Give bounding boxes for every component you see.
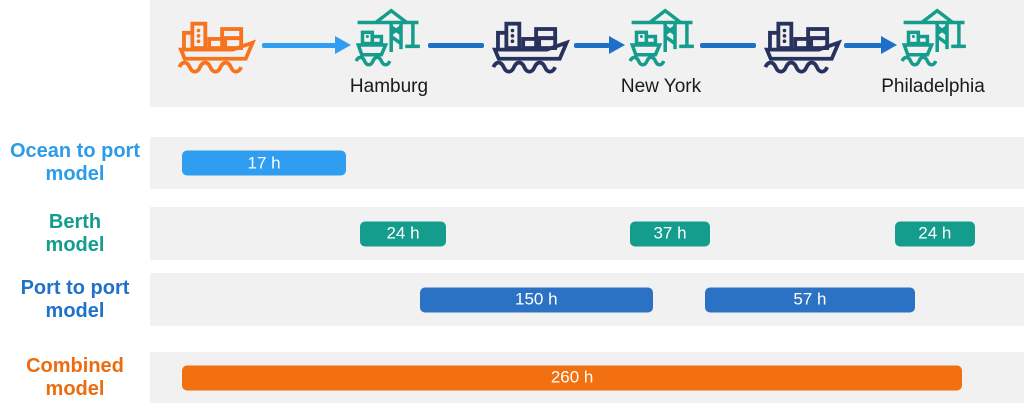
row-track: 24 h 37 h 24 h (150, 207, 1024, 260)
row-berth-model: Berth model 24 h 37 h 24 h (0, 207, 1024, 260)
duration-bar: 17 h (182, 150, 346, 176)
port-crane-icon (898, 5, 968, 73)
duration-bar: 24 h (359, 221, 447, 246)
arrow-right-icon (844, 36, 897, 54)
duration-label: 24 h (918, 223, 952, 243)
route-strip: Hamburg New York Philadelphia (150, 0, 1024, 107)
port-crane-icon (352, 5, 422, 73)
port-label: New York (620, 76, 702, 97)
row-track: 17 h (150, 137, 1024, 189)
arrow-right-icon (262, 36, 351, 54)
arrow-right-icon (574, 36, 625, 54)
route-line (428, 43, 484, 48)
route-line (700, 43, 756, 48)
row-label: Port to port model (20, 276, 130, 322)
row-track: 150 h 57 h (150, 273, 1024, 326)
duration-label: 17 h (247, 153, 281, 172)
duration-label: 260 h (550, 367, 594, 387)
duration-label: 37 h (653, 223, 687, 243)
row-port-to-port-model: Port to port model 150 h 57 h (0, 273, 1024, 326)
cargo-ship-icon (760, 13, 844, 74)
row-label: Berth model (45, 210, 105, 256)
port-crane-icon (626, 5, 696, 73)
duration-label: 24 h (386, 223, 420, 243)
row-combined-model: Combined model 260 h (0, 352, 1024, 403)
row-label: Combined model (26, 354, 124, 400)
duration-bar: 37 h (629, 221, 711, 246)
duration-label: 57 h (793, 289, 827, 309)
row-track: 260 h (150, 352, 1024, 403)
duration-bar: 150 h (420, 287, 653, 312)
cargo-ship-icon (174, 13, 258, 74)
duration-bar: 57 h (704, 287, 915, 312)
duration-bar: 24 h (894, 221, 976, 246)
port-label: Hamburg (349, 76, 429, 97)
cargo-ship-icon (488, 13, 572, 74)
port-label: Philadelphia (881, 76, 985, 97)
duration-label: 150 h (515, 289, 558, 309)
row-ocean-to-port-model: Ocean to port model 17 h (0, 137, 1024, 189)
row-label: Ocean to port model (9, 140, 140, 185)
duration-bar: 260 h (182, 365, 962, 390)
